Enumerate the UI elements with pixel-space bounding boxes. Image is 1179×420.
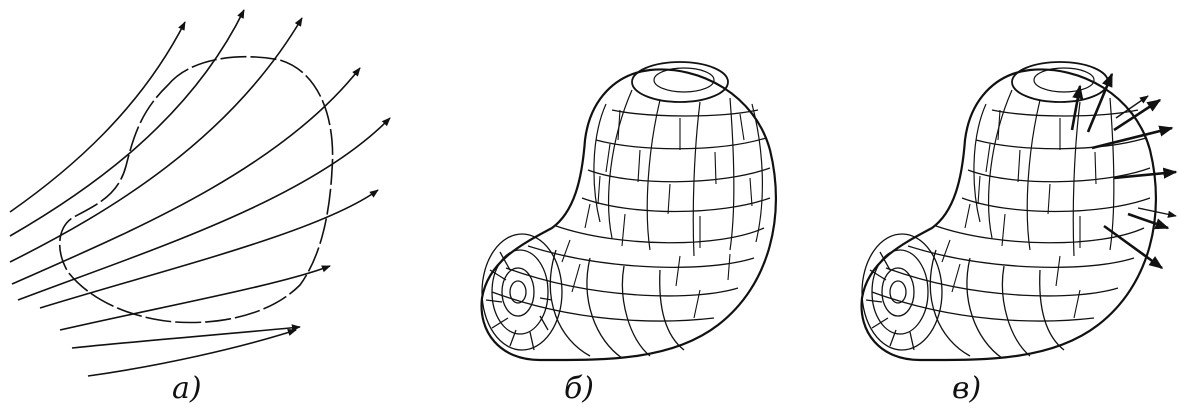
normal-arrow-6 xyxy=(1128,214,1168,228)
normal-vectors-thin xyxy=(1116,96,1176,216)
normal-arrow-4 xyxy=(1092,128,1172,148)
streamline-4 xyxy=(12,68,360,284)
normal-arrow-2 xyxy=(1088,74,1112,132)
streamline-3 xyxy=(10,18,302,262)
panel-label-c: в) xyxy=(952,374,981,404)
panel-c xyxy=(862,62,1176,360)
panel-label-b: б) xyxy=(564,374,594,404)
dashed-closed-surface xyxy=(60,57,333,323)
streamline-5 xyxy=(18,118,390,300)
streamline-7 xyxy=(60,266,330,330)
panel-a xyxy=(10,10,390,376)
panel-b xyxy=(482,62,776,360)
mesh-cells xyxy=(562,110,752,318)
streamline-2 xyxy=(10,10,244,236)
streamline-8 xyxy=(72,327,300,348)
streamline-1 xyxy=(10,22,185,212)
panel-label-a: а) xyxy=(172,374,202,404)
